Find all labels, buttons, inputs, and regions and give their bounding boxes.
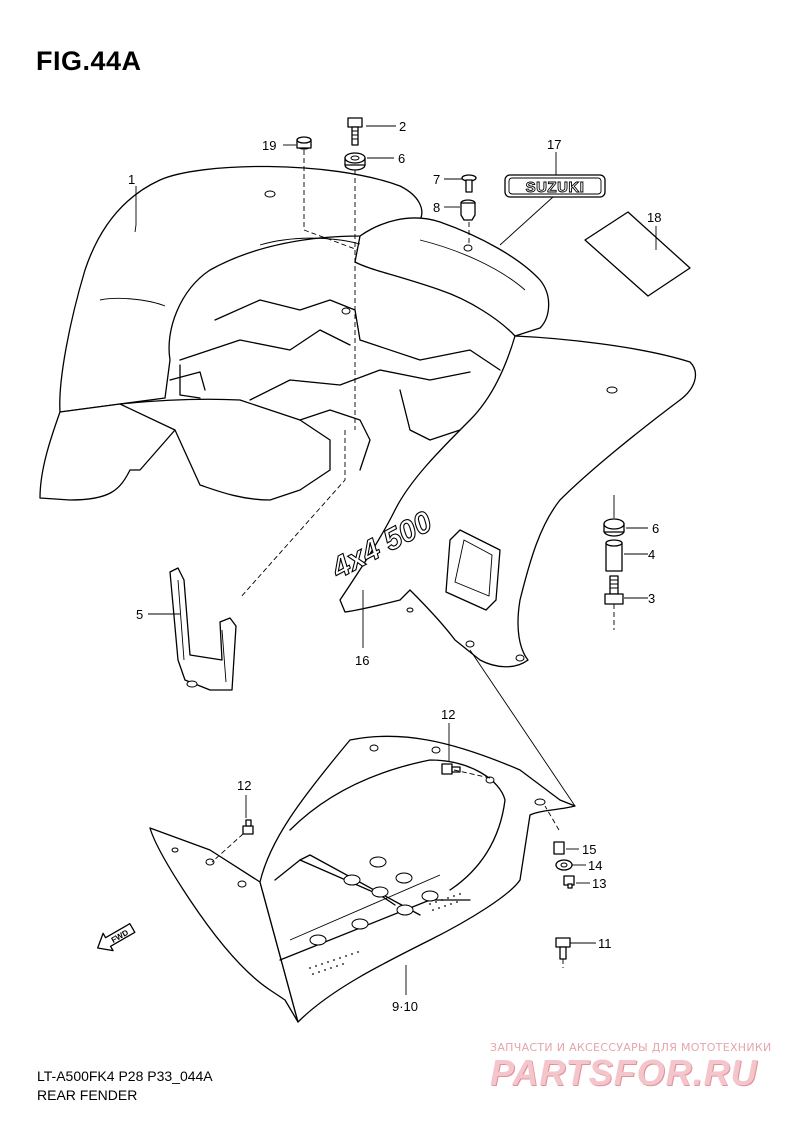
callout-19: 19 [262, 138, 276, 153]
watermark-tagline: ЗАПЧАСТИ И АКСЕССУАРЫ ДЛЯ МОТОТЕХНИКИ [490, 1041, 772, 1054]
watermark-logo: PARTSFOR.RU [490, 1052, 758, 1093]
leader-lines [134, 125, 657, 995]
label-plate [584, 211, 691, 297]
bracket-5 [169, 567, 237, 691]
grommet-19 [296, 136, 312, 150]
spacer-4 [605, 539, 623, 572]
callout-6-top: 6 [398, 151, 405, 166]
bolt-12-upper [441, 763, 461, 775]
callout-9-10: 9·10 [392, 999, 418, 1014]
callout-4: 4 [648, 547, 655, 562]
emblem-brand-text: SUZUKI [526, 179, 585, 196]
callout-11: 11 [598, 936, 612, 951]
callout-labels: 1 2 19 6 17 7 8 18 6 4 3 5 16 12 12 15 1… [128, 119, 661, 1014]
callout-13: 13 [592, 876, 606, 891]
grommet-6-right [603, 518, 625, 537]
callout-17: 17 [547, 137, 561, 152]
suzuki-emblem: SUZUKI [504, 174, 606, 198]
callout-8: 8 [433, 200, 440, 215]
screw-13 [563, 875, 575, 889]
screw-15 [553, 841, 565, 855]
rear-fender-main [39, 165, 697, 668]
figure-title: FIG.44A [36, 46, 142, 76]
callout-2: 2 [399, 119, 406, 134]
bolt-2 [347, 117, 363, 146]
callout-3: 3 [648, 591, 655, 606]
callout-16: 16 [355, 653, 369, 668]
callout-7: 7 [433, 172, 440, 187]
bolt-3 [604, 575, 624, 605]
grommet-6-top [344, 152, 366, 171]
screw-7 [461, 174, 477, 193]
washer-14 [555, 859, 573, 871]
callout-12-upper: 12 [441, 707, 455, 722]
callout-18: 18 [647, 210, 661, 225]
mud-guard-9-10 [149, 735, 576, 1023]
section-name: REAR FENDER [37, 1087, 138, 1103]
callout-15: 15 [582, 842, 596, 857]
collar-8 [460, 199, 476, 221]
callout-6-right: 6 [652, 521, 659, 536]
callout-12-lower: 12 [237, 778, 251, 793]
fwd-arrow-icon: FWD [97, 923, 136, 952]
callout-1: 1 [128, 172, 135, 187]
bolt-11 [555, 937, 571, 960]
callout-14: 14 [588, 858, 602, 873]
bolt-12-lower [242, 819, 254, 835]
model-code: LT-A500FK4 P28 P33_044A [37, 1068, 213, 1084]
callout-5: 5 [136, 607, 143, 622]
